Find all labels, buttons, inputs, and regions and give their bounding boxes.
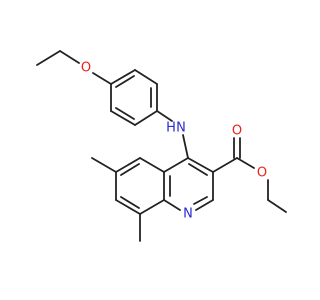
- bond-c4-c3-inner: [188, 163, 208, 176]
- bond-c5-c6: [115, 157, 141, 173]
- bond-ph-1-2-inner: [115, 75, 135, 88]
- atom-label-nitrogen-amine: N: [176, 121, 186, 136]
- bond-nh-c4: [182, 134, 189, 159]
- bond-ph-5-6-inner: [115, 107, 135, 120]
- atom-ring-nitrogen: N: [183, 207, 193, 222]
- atom-label-hydrogen-amine: H: [166, 121, 176, 136]
- atom-carbonyl-oxygen: O: [232, 124, 242, 139]
- atom-label-nitrogen-ring: N: [183, 207, 193, 222]
- bond-c7-c8-inner: [120, 196, 140, 209]
- bond-ph-5-6: [110, 110, 136, 126]
- bond-c5-c6-inner: [120, 163, 140, 176]
- bond-c4-c3: [187, 157, 214, 173]
- bond-aryl-nh: [156, 110, 173, 122]
- bond-n1-c8a: [163, 199, 181, 211]
- structure-svg: O H N N O O: [36, 50, 287, 242]
- bond-carbonyl-o-single: [236, 157, 255, 169]
- bond-ethyl-ch3-ch2: [36, 50, 61, 66]
- atom-label-oxygen-ester-single: O: [257, 166, 267, 181]
- atom-nh: H N: [166, 121, 186, 136]
- molecule-diagram: O H N N O O: [36, 50, 287, 242]
- bond-c4a-c4: [163, 157, 189, 173]
- bond-c8-c8a: [139, 199, 165, 215]
- bond-c4a-c5: [139, 157, 165, 173]
- atom-oxygen-ether: O: [81, 61, 91, 76]
- bond-ph-1-2: [110, 69, 136, 85]
- atom-label-oxygen-ester-double: O: [232, 124, 242, 139]
- bond-c2-n1-inner: [193, 196, 208, 205]
- bond-ph-4-5: [134, 110, 158, 126]
- bond-c6-methyl: [91, 157, 117, 173]
- bond-c3-carbonyl: [212, 157, 238, 173]
- bond-o-aryl: [92, 72, 112, 85]
- bond-ph-2-3: [134, 69, 158, 85]
- bond-c2-n1: [195, 199, 214, 211]
- atom-label-oxygen-ether: O: [81, 61, 91, 76]
- atom-ester-oxygen: O: [257, 166, 267, 181]
- bond-ethyl-ch2-o: [59, 50, 80, 64]
- bond-c7-c8: [115, 199, 141, 215]
- bond-ester-ch2-ch3: [267, 199, 287, 213]
